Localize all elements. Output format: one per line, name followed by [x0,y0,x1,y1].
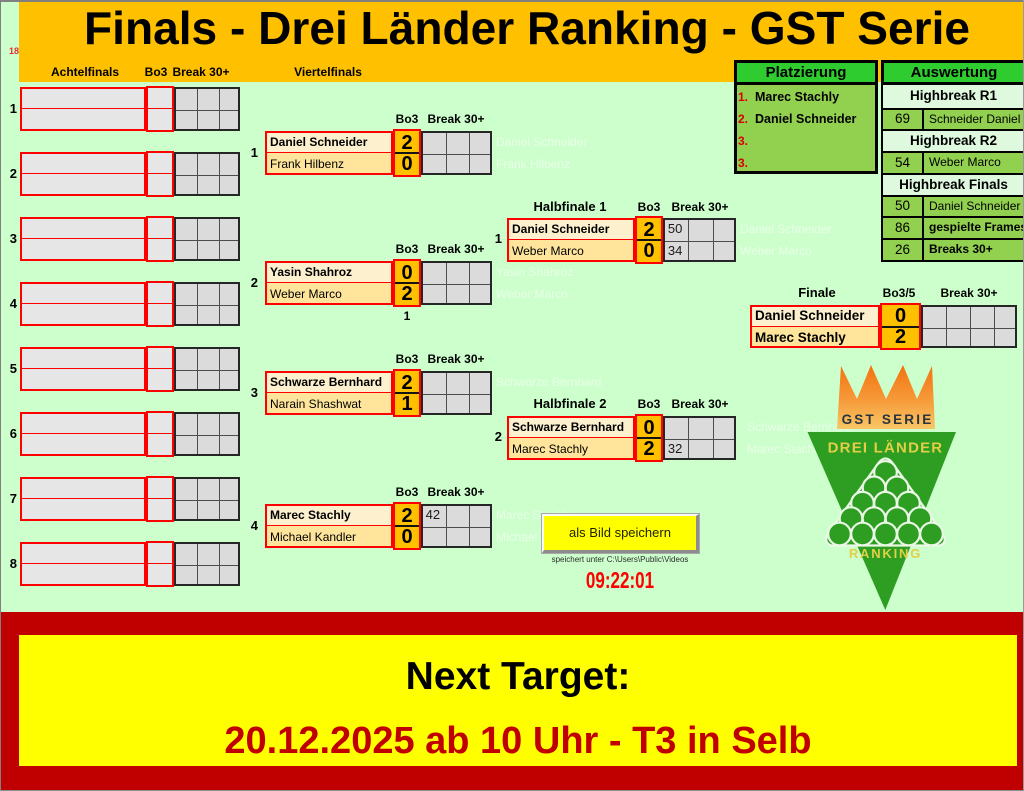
svg-text:DREI LÄNDER: DREI LÄNDER [828,440,944,457]
svg-text:Finals - Drei Länder Ranking -: Finals - Drei Länder Ranking - GST Serie [84,2,970,54]
svg-text:GST SERIE: GST SERIE [842,412,934,427]
svg-text:RANKING: RANKING [849,546,922,561]
